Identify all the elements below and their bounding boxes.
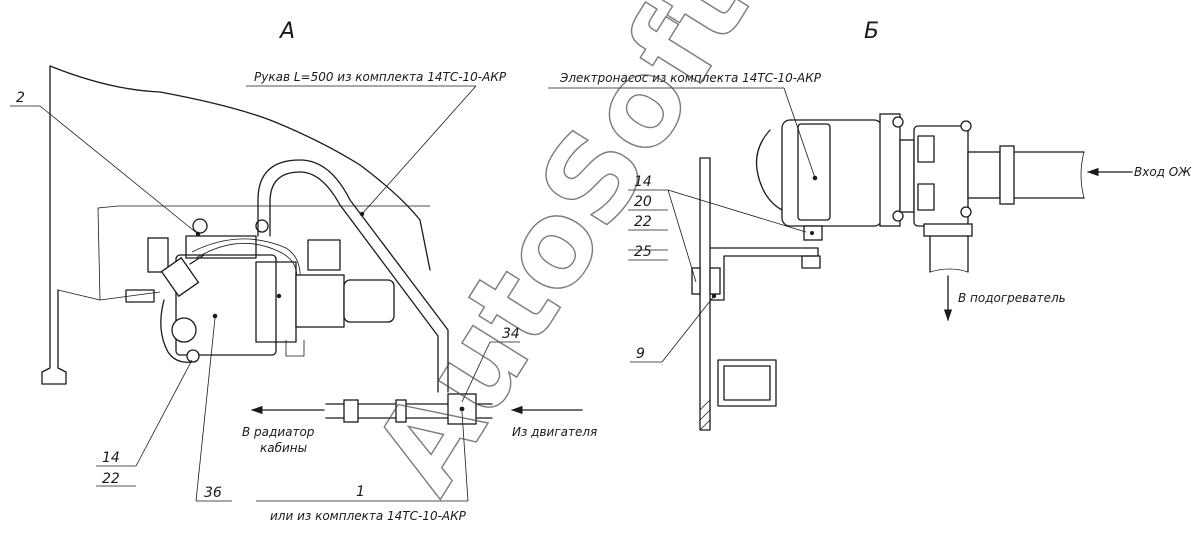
- view-b-title: Б: [864, 19, 879, 44]
- hose-callout: Рукав L=500 из комплекта 14ТС-10-АКР: [246, 70, 507, 217]
- hose-label: Рукав L=500 из комплекта 14ТС-10-АКР: [254, 70, 507, 84]
- bracket: [691, 157, 819, 431]
- leader-9: 9: [630, 295, 715, 363]
- leader-2: 2: [10, 90, 201, 237]
- pump-pipes: [923, 145, 1085, 273]
- from-engine-label: Из двигателя: [512, 425, 597, 439]
- to-radiator-label-2: кабины: [260, 441, 307, 455]
- hose: [257, 159, 449, 393]
- pos-9: 9: [636, 346, 645, 362]
- pos-20: 20: [634, 194, 652, 210]
- cab-outline: [41, 65, 431, 385]
- pos-2: 2: [16, 90, 25, 106]
- view-a-title: А: [278, 19, 295, 44]
- leader-14-20-22-25: 14 20 22 25: [628, 174, 807, 283]
- pump-label: Электронасос из комплекта 14ТС-10-АКР: [559, 71, 822, 85]
- coolant-pipe: [325, 393, 493, 425]
- to-radiator-label-1: В радиатор: [242, 425, 315, 439]
- to-heater-label: В подогреватель: [958, 291, 1066, 305]
- view-a: А: [10, 19, 597, 523]
- leader-14-22: 14 22: [96, 359, 193, 487]
- pos-25: 25: [634, 244, 652, 260]
- pump-callout: Электронасос из комплекта 14ТС-10-АКР: [548, 71, 822, 179]
- leader-36: 36: [195, 317, 232, 502]
- pos-34: 34: [502, 326, 520, 342]
- view-b: Б: [548, 19, 1192, 431]
- pos-22-b: 22: [634, 214, 652, 230]
- pos-14-b: 14: [634, 174, 652, 190]
- pos-22-a: 22: [102, 471, 120, 487]
- leader-34: 34: [461, 326, 520, 403]
- alt-kit-label: или из комплекта 14ТС-10-АКР: [270, 509, 467, 523]
- heater-unit: [125, 218, 395, 363]
- leader-1: 1 или из комплекта 14ТС-10-АКР: [256, 411, 469, 523]
- pos-1: 1: [356, 484, 365, 500]
- pos-14-a: 14: [102, 450, 120, 466]
- electric-pump: [755, 113, 972, 269]
- pos-36: 36: [204, 485, 222, 501]
- inlet-label: Вход ОЖ: [1134, 165, 1192, 179]
